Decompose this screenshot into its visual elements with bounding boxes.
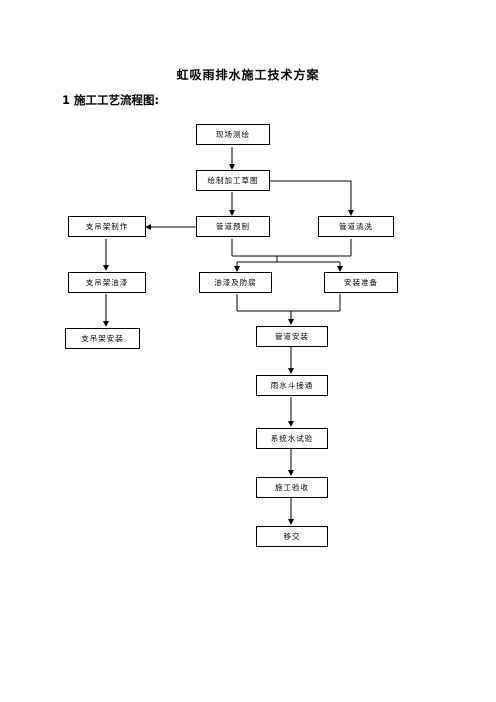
section-heading: 1 施工工艺流程图: [62, 93, 160, 107]
node-drain-connect: 雨水斗接通 [256, 375, 328, 396]
node-handover: 移交 [256, 526, 328, 547]
node-acceptance: 施工验收 [256, 477, 328, 498]
node-water-test: 系统水试验 [256, 428, 328, 449]
node-survey: 现场测绘 [196, 124, 270, 145]
node-pipe-clean: 管道清洗 [318, 216, 394, 237]
node-paint-anticorrosion: 油漆及防腐 [199, 272, 272, 293]
node-pipe-prefab: 管道预制 [196, 216, 270, 237]
edge-draw-clean [270, 180, 354, 216]
document-title: 虹吸雨排水施工技术方案 [176, 68, 320, 82]
node-hanger-make: 支吊架制作 [68, 216, 146, 237]
node-hanger-install: 支吊架安装 [65, 328, 140, 349]
node-hanger-paint: 支吊架油漆 [68, 272, 146, 293]
node-install-prep: 安装准备 [324, 272, 398, 293]
node-pipe-install: 管道安装 [256, 326, 328, 347]
node-draw-sketch: 绘制加工草图 [196, 170, 270, 191]
